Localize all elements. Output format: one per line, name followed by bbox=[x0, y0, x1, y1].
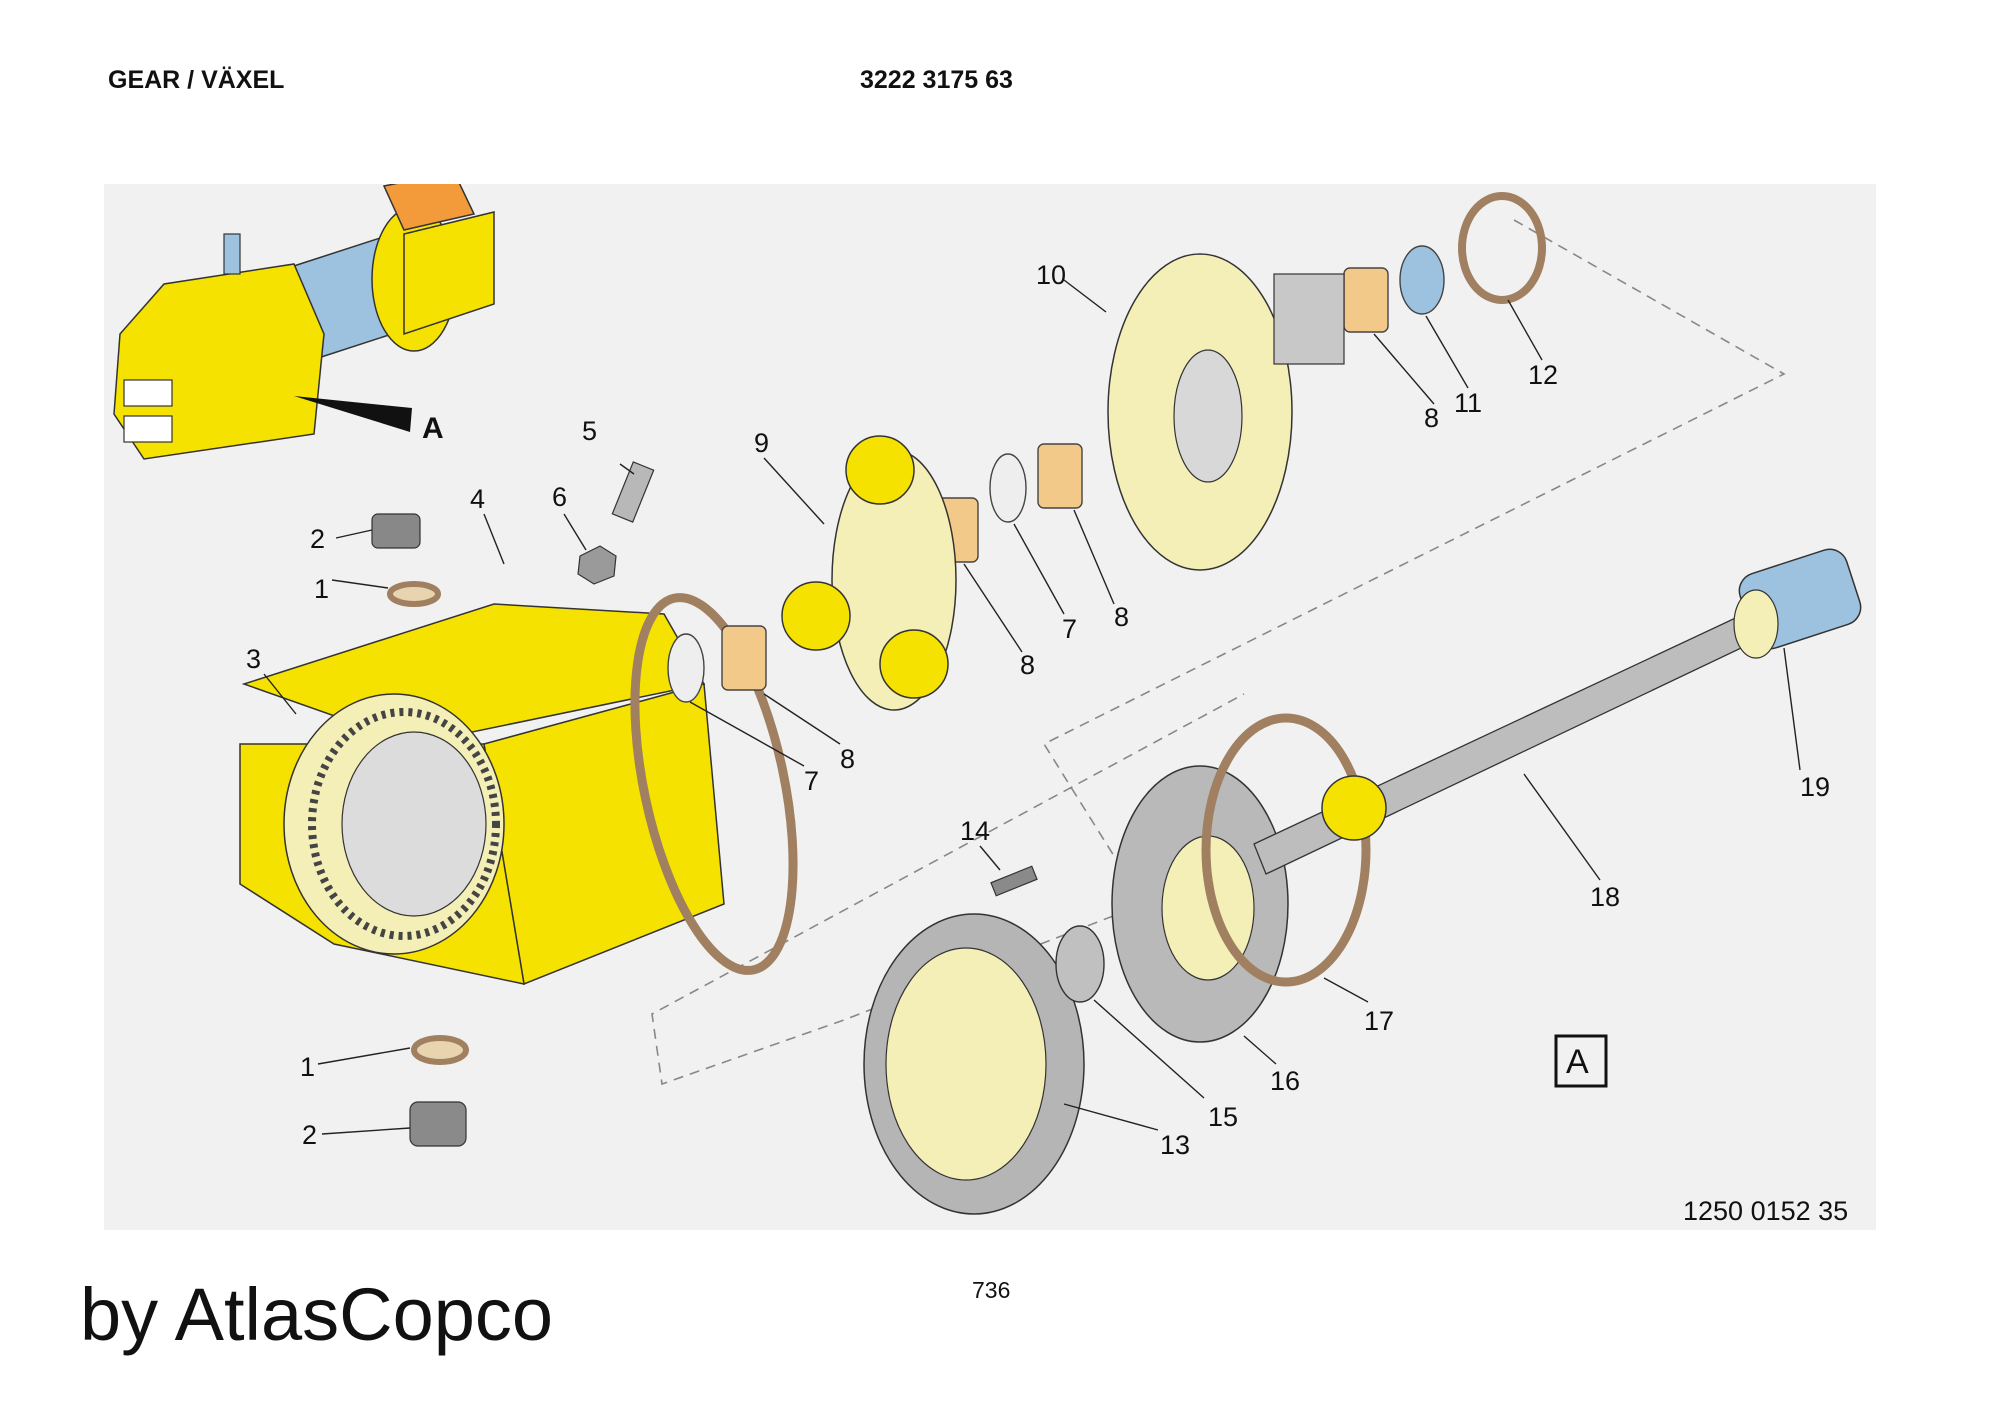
thrust-washer-2 bbox=[989, 453, 1027, 523]
needle-bearing-4 bbox=[1343, 267, 1389, 333]
callout-4: 4 bbox=[470, 484, 485, 514]
callout-10: 10 bbox=[1036, 260, 1066, 290]
housing-bore-teeth bbox=[308, 708, 500, 940]
needle-bearing-3 bbox=[1037, 443, 1083, 509]
nut bbox=[577, 545, 617, 585]
view-pointer-arrow bbox=[294, 396, 412, 432]
callout-8-c: 8 bbox=[1114, 602, 1129, 632]
plug-top bbox=[371, 513, 421, 549]
needle-bearing-1 bbox=[721, 625, 767, 691]
callout-2-top: 2 bbox=[310, 524, 325, 554]
view-box-a bbox=[1554, 1034, 1608, 1088]
leader-lines bbox=[263, 279, 1801, 1135]
callout-13: 13 bbox=[1160, 1130, 1190, 1160]
planet-gear-1 bbox=[845, 435, 915, 505]
callout-labels: 1 1 2 2 3 4 5 6 7 7 8 8 8 8 9 10 11 12 1… bbox=[246, 260, 1830, 1160]
spacer-ring bbox=[1458, 192, 1546, 304]
planet-gear-3 bbox=[879, 629, 949, 699]
callout-8-b: 8 bbox=[1020, 650, 1035, 680]
callout-1-bottom: 1 bbox=[300, 1052, 315, 1082]
planet-gear-2 bbox=[781, 581, 851, 651]
callout-17: 17 bbox=[1364, 1006, 1394, 1036]
main-gear-housing bbox=[239, 603, 725, 986]
callout-9: 9 bbox=[754, 428, 769, 458]
callout-7-lower: 7 bbox=[804, 766, 819, 796]
coupling-sleeve-end bbox=[1733, 589, 1779, 659]
retaining-screw bbox=[990, 865, 1038, 897]
orange-valve-block bbox=[382, 184, 476, 231]
page-number: 736 bbox=[972, 1277, 1011, 1303]
output-splined-shaft bbox=[1273, 273, 1345, 365]
callout-12: 12 bbox=[1528, 360, 1558, 390]
bolt bbox=[611, 461, 655, 523]
callout-8-d: 8 bbox=[1424, 403, 1439, 433]
housing-seal-ring bbox=[630, 593, 798, 975]
drawing-number: 1250 0152 35 bbox=[1683, 1196, 1849, 1226]
view-marker-a: A bbox=[422, 412, 444, 445]
callout-5: 5 bbox=[582, 416, 597, 446]
ball-bearing bbox=[1055, 925, 1105, 1003]
callout-1-top: 1 bbox=[314, 574, 329, 604]
callout-18: 18 bbox=[1590, 882, 1620, 912]
callout-19: 19 bbox=[1800, 772, 1830, 802]
input-shaft-pinion bbox=[1321, 775, 1387, 841]
exploded-diagram-panel: A bbox=[104, 184, 1876, 1230]
gear-housing-small bbox=[113, 263, 325, 460]
plate-top bbox=[123, 379, 173, 407]
callout-15: 15 bbox=[1208, 1102, 1238, 1132]
callout-6: 6 bbox=[552, 482, 567, 512]
callout-14: 14 bbox=[960, 816, 990, 846]
washer-bottom bbox=[411, 1035, 469, 1065]
page-title: GEAR / VÄXEL bbox=[108, 66, 285, 94]
housing-bore-inner bbox=[341, 731, 487, 917]
washer-top bbox=[387, 581, 441, 607]
housing-side-face bbox=[483, 683, 725, 986]
brand-credit: by AtlasCopco bbox=[80, 1273, 554, 1356]
callout-16: 16 bbox=[1270, 1066, 1300, 1096]
output-flange-bore bbox=[1173, 349, 1243, 483]
callout-8-a: 8 bbox=[840, 744, 855, 774]
callout-3: 3 bbox=[246, 644, 261, 674]
exploded-gear-diagram: A bbox=[113, 184, 1862, 1215]
view-box-a-label: A bbox=[1566, 1043, 1589, 1081]
breather-fitting bbox=[223, 233, 241, 275]
part-number: 3222 3175 63 bbox=[860, 66, 1013, 94]
plate-bottom bbox=[123, 415, 173, 443]
callout-2-bottom: 2 bbox=[302, 1120, 317, 1150]
callout-7-upper: 7 bbox=[1062, 614, 1077, 644]
ring-gear-inner bbox=[885, 947, 1047, 1181]
callout-11: 11 bbox=[1454, 388, 1482, 418]
cover-gasket bbox=[1201, 713, 1371, 987]
plug-bottom bbox=[409, 1101, 467, 1147]
thrust-washer-1 bbox=[667, 633, 705, 703]
assembled-gear-unit: A bbox=[113, 184, 495, 460]
motor-block bbox=[403, 211, 495, 336]
bearing-seal bbox=[1399, 245, 1445, 315]
